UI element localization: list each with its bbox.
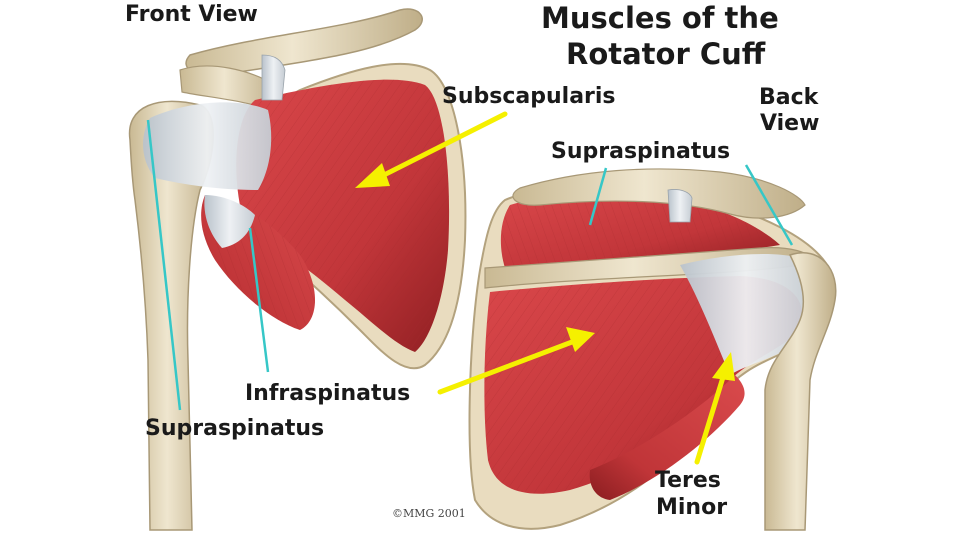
- label-teres-line-1: Teres: [655, 470, 721, 492]
- label-supraspinatus-front: Supraspinatus: [145, 418, 324, 440]
- back-tendon-strip: [668, 189, 692, 222]
- label-infraspinatus: Infraspinatus: [245, 383, 410, 405]
- label-teres-line-2: Minor: [656, 497, 727, 519]
- title-line-1: Muscles of the: [541, 4, 779, 33]
- back-view-label-line-1: Back: [759, 87, 818, 109]
- front-view-label: Front View: [125, 4, 258, 26]
- subscapularis-tendon: [143, 102, 271, 190]
- label-subscapularis: Subscapularis: [442, 86, 616, 108]
- label-supraspinatus-back: Supraspinatus: [551, 141, 730, 163]
- copyright-text: ©MMG 2001: [392, 508, 466, 519]
- title-line-2: Rotator Cuff: [566, 40, 765, 69]
- back-view-label-line-2: View: [760, 113, 819, 135]
- front-view-anatomy: [130, 9, 466, 530]
